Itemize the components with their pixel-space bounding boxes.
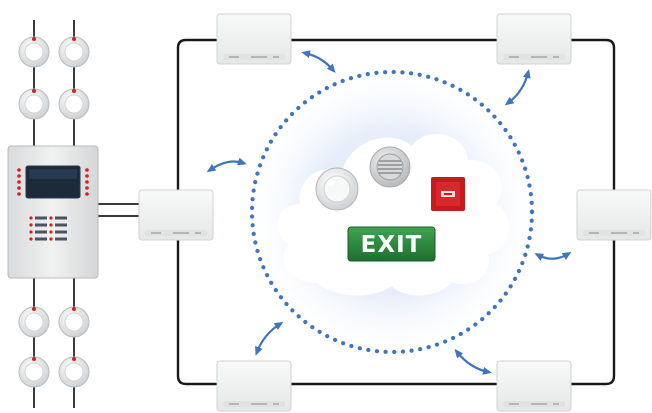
- loop-module-icon: [216, 360, 292, 412]
- exit-sign-label: EXIT: [361, 232, 423, 258]
- wireless-link-arrow-icon: [206, 157, 247, 173]
- exit-sign: EXIT: [347, 226, 436, 262]
- loop-module-icon: [576, 189, 652, 241]
- smoke-detector-icon: [18, 356, 50, 388]
- wireless-link-arrow-icon: [454, 348, 492, 375]
- branch-detectors-bottom: [18, 306, 90, 388]
- wireless-link-arrow-icon: [534, 251, 572, 261]
- loop-module-icon: [496, 360, 572, 412]
- smoke-detector-icon: [18, 306, 50, 338]
- smoke-detector-icon: [58, 36, 90, 68]
- smoke-detector-icon: [58, 356, 90, 388]
- smoke-detector-icon: [18, 36, 50, 68]
- loop-module-icon: [138, 189, 214, 241]
- manual-call-point-icon: [431, 177, 465, 211]
- smoke-detector-icon: [58, 306, 90, 338]
- loop-module-icon: [496, 13, 572, 65]
- wireless-coverage-ring: [249, 69, 535, 355]
- loop-module-icon: [216, 13, 292, 65]
- fire-alarm-control-panel-icon: [7, 145, 99, 279]
- sounder-icon: [369, 146, 411, 188]
- smoke-detector-icon: [18, 88, 50, 120]
- wireless-link-arrow-icon: [301, 50, 336, 74]
- wireless-link-arrow-icon: [255, 321, 284, 356]
- wireless-link-arrow-icon: [504, 69, 531, 106]
- smoke-detector-icon: [315, 167, 359, 211]
- branch-detectors-top: [18, 36, 90, 120]
- smoke-detector-icon: [58, 88, 90, 120]
- wireless-link-arrows: [206, 50, 572, 375]
